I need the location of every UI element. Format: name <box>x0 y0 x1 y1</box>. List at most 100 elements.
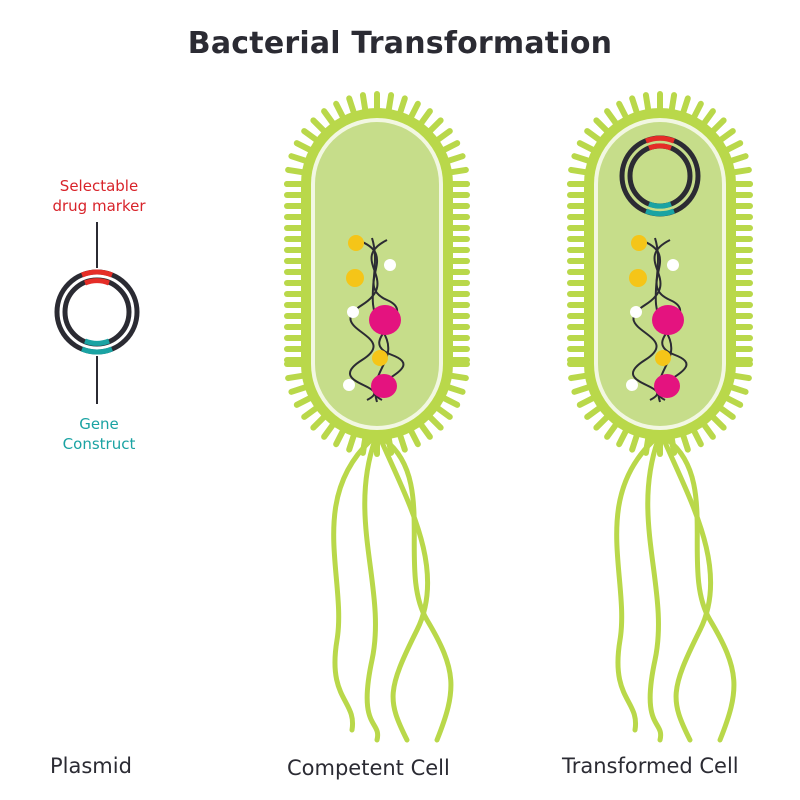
plasmid-marker-segment <box>648 143 672 151</box>
pilus <box>727 383 749 395</box>
pilus <box>310 413 328 431</box>
pili <box>567 91 753 457</box>
pilus <box>333 100 347 122</box>
pilus <box>571 383 593 395</box>
marker-label-line1: Selectable <box>59 177 139 195</box>
protein-white <box>343 379 355 391</box>
plasmid-caption: Plasmid <box>50 754 132 778</box>
plasmid-diagram <box>54 222 140 404</box>
pilus <box>616 100 630 122</box>
plasmid-marker-segment <box>645 135 675 144</box>
pilus <box>730 372 752 382</box>
pilus <box>346 431 358 453</box>
pilus <box>385 434 395 456</box>
protein-magenta <box>371 374 397 398</box>
transformed-cell <box>567 91 753 743</box>
pilus <box>700 108 716 128</box>
gene-construct-segment <box>81 346 113 355</box>
cell-contents <box>626 235 684 398</box>
inserted-plasmid <box>619 135 701 217</box>
flagellum <box>614 437 657 733</box>
pilus <box>396 431 408 453</box>
pilus <box>439 394 461 408</box>
flagellum <box>645 437 664 743</box>
flagellum <box>661 437 714 743</box>
pilus <box>722 140 744 154</box>
pilus <box>576 140 598 154</box>
pilus <box>584 128 604 144</box>
pilus <box>285 166 307 176</box>
pilus <box>447 372 469 382</box>
pilus <box>709 413 727 431</box>
plasmid-gene-segment <box>648 201 672 209</box>
flagella <box>331 437 454 743</box>
pilus <box>301 404 321 420</box>
pilus <box>722 394 744 408</box>
pilus <box>321 108 337 128</box>
protein-white <box>626 379 638 391</box>
pilus <box>359 434 369 456</box>
flagella <box>614 437 737 743</box>
pili <box>284 91 470 457</box>
pilus <box>433 128 453 144</box>
pilus <box>679 431 691 453</box>
protein-magenta <box>369 305 401 335</box>
pilus <box>668 434 678 456</box>
pilus <box>700 420 716 440</box>
selectable-marker-segment <box>81 269 113 278</box>
pilus <box>433 404 453 420</box>
pilus <box>396 95 408 117</box>
pilus <box>709 117 727 135</box>
pilus <box>288 153 310 165</box>
pilus <box>407 426 421 448</box>
pilus <box>716 128 736 144</box>
pilus <box>444 383 466 395</box>
pilus <box>593 117 611 135</box>
pilus <box>439 140 461 154</box>
pilus <box>642 434 652 456</box>
plasmid-gene-segment <box>645 208 675 217</box>
pilus <box>576 394 598 408</box>
pilus <box>668 92 678 114</box>
pilus <box>568 372 590 382</box>
protein-magenta <box>652 305 684 335</box>
gene-label-line2: Construct <box>62 435 136 453</box>
diagram-title: Bacterial Transformation <box>187 26 613 61</box>
selectable-marker-label: Selectable drug marker <box>40 176 158 216</box>
pilus <box>716 404 736 420</box>
protein-yellow <box>631 235 647 251</box>
flagellum <box>362 437 381 743</box>
pilus <box>642 92 652 114</box>
pilus <box>333 426 347 448</box>
protein-white <box>667 259 679 271</box>
pilus <box>690 426 704 448</box>
protein-yellow <box>655 350 671 366</box>
pilus <box>629 95 641 117</box>
pilus <box>426 413 444 431</box>
pilus <box>727 153 749 165</box>
pilus <box>417 108 433 128</box>
pilus <box>730 166 752 176</box>
pilus <box>346 95 358 117</box>
pilus <box>571 153 593 165</box>
pilus <box>604 108 620 128</box>
competent-cell-caption: Competent Cell <box>287 756 450 780</box>
gene-label-line1: Gene <box>79 415 119 433</box>
protein-yellow <box>348 235 364 251</box>
pilus <box>285 372 307 382</box>
protein-magenta <box>654 374 680 398</box>
protein-white <box>630 306 642 318</box>
pilus <box>293 394 315 408</box>
pilus <box>593 413 611 431</box>
pilus <box>604 420 620 440</box>
pilus <box>301 128 321 144</box>
transformed-cell-caption: Transformed Cell <box>562 754 739 778</box>
protein-white <box>347 306 359 318</box>
pilus <box>679 95 691 117</box>
pilus <box>293 140 315 154</box>
flagellum <box>665 437 737 743</box>
pilus <box>288 383 310 395</box>
protein-yellow <box>629 269 647 287</box>
flagellum <box>331 437 374 733</box>
